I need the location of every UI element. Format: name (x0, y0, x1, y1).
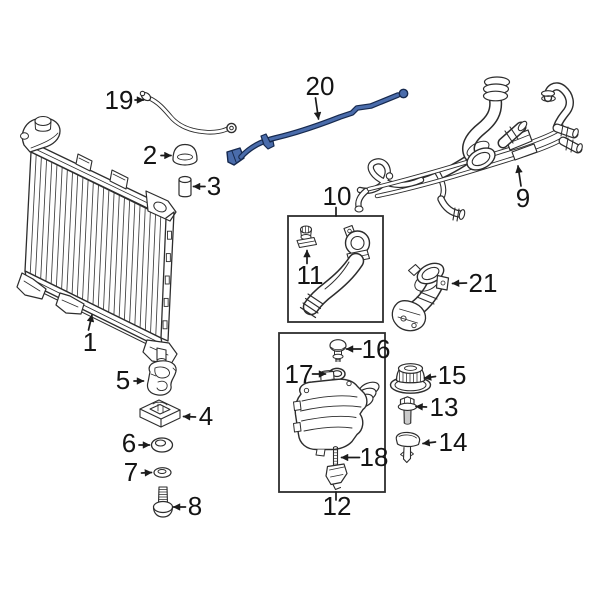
callout-label-7: 7 (124, 457, 138, 487)
hose-part-10 (299, 224, 371, 319)
cap-part-2 (172, 143, 198, 166)
callout-labels: 1 2 3 4 5 6 7 8 9 10 11 12 13 14 15 16 1… (83, 71, 530, 521)
housing-part-21 (391, 262, 450, 332)
screw-part-16 (329, 339, 347, 362)
grommet-part-6 (150, 437, 174, 453)
part-20-highlighted-pipe (226, 88, 409, 166)
clip-part-14 (395, 431, 421, 464)
washer-part-7 (153, 467, 172, 478)
callout-label-14: 14 (439, 427, 468, 457)
callout-label-16: 16 (362, 334, 391, 364)
cap-part-15 (389, 363, 432, 394)
callout-label-2: 2 (143, 140, 157, 170)
reservoir-part-12 (293, 370, 380, 457)
callout-label-21: 21 (469, 268, 498, 298)
inset-box-10 (287, 215, 384, 323)
callout-label-13: 13 (430, 392, 459, 422)
pin-part-3 (178, 175, 192, 198)
callout-label-12: 12 (323, 491, 352, 521)
callout-label-17: 17 (285, 359, 314, 389)
callout-label-6: 6 (122, 428, 136, 458)
bolt-part-8 (152, 486, 174, 518)
callout-label-15: 15 (438, 360, 467, 390)
cable-part-19 (139, 90, 237, 135)
callout-label-1: 1 (83, 327, 97, 357)
callout-arrows (86, 96, 523, 511)
callout-label-20: 20 (306, 71, 335, 101)
callout-label-4: 4 (199, 401, 213, 431)
callout-label-9: 9 (516, 183, 530, 213)
callout-label-19: 19 (105, 85, 134, 115)
callout-label-3: 3 (207, 171, 221, 201)
bracket-part-5 (146, 360, 177, 396)
sensor-part-11 (296, 225, 318, 249)
radiator-fins (29, 154, 162, 336)
hose-assembly-part-9 (354, 76, 583, 222)
callout-label-10: 10 (323, 181, 352, 211)
mount-part-4 (139, 399, 181, 428)
bolt-part-13 (397, 396, 418, 425)
radiator-side-slots (162, 230, 172, 330)
callout-label-5: 5 (116, 365, 130, 395)
sensor-part-18 (325, 446, 348, 491)
radiator-part-1 (16, 115, 178, 365)
callout-label-11: 11 (297, 260, 324, 290)
callout-label-18: 18 (360, 442, 389, 472)
inset-box-12 (278, 332, 386, 493)
callout-label-8: 8 (188, 491, 202, 521)
